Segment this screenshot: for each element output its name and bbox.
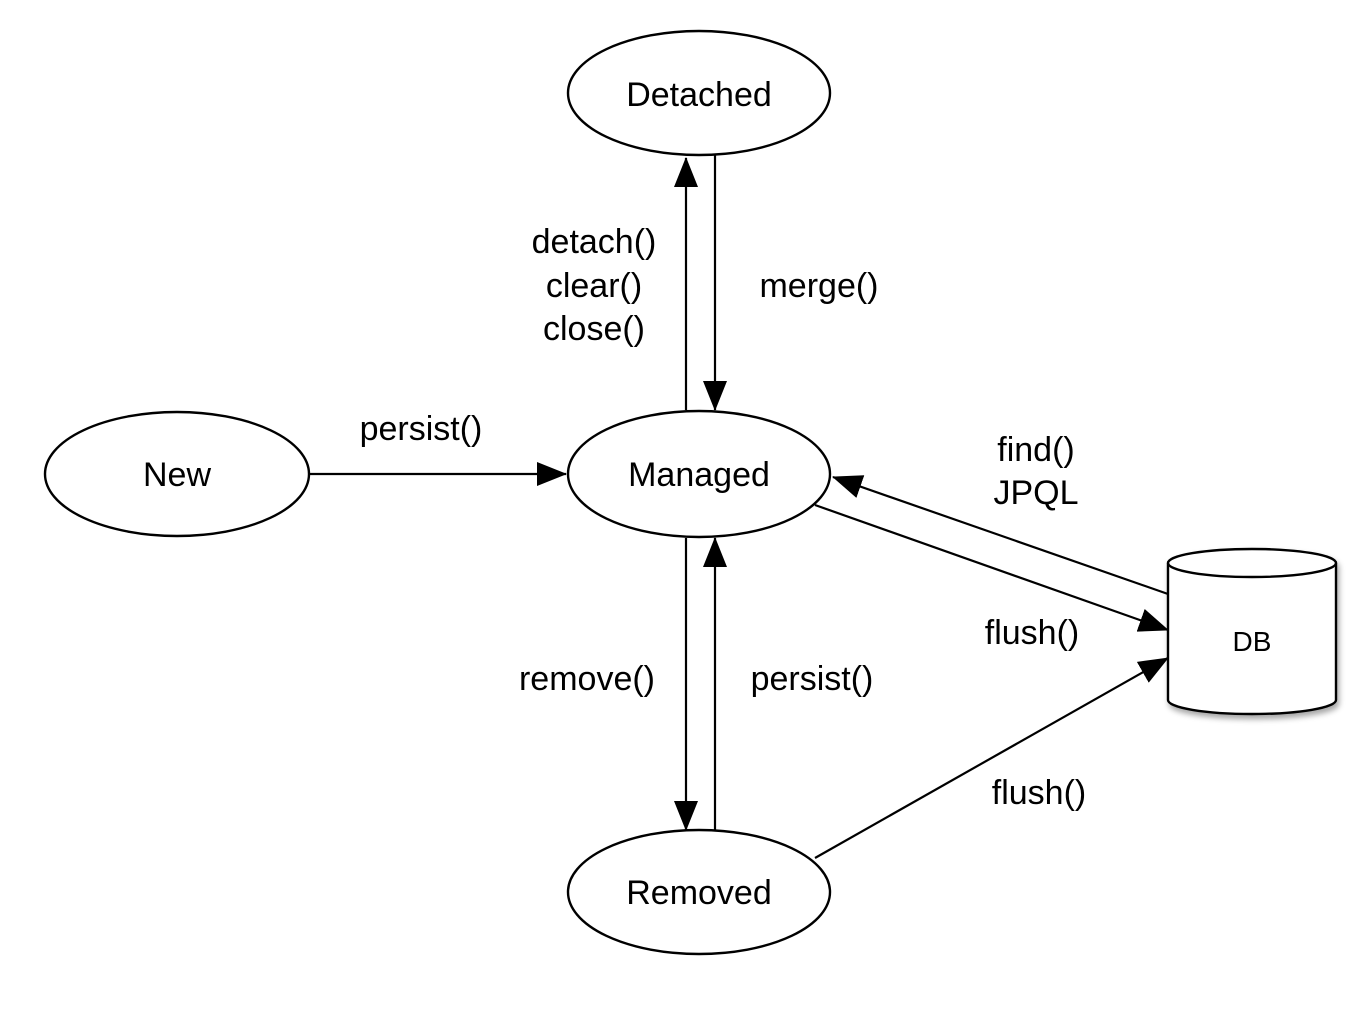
- node-new-label: New: [143, 456, 211, 494]
- node-db-label: DB: [1233, 626, 1272, 657]
- node-detached-label: Detached: [626, 76, 772, 114]
- db-cylinder-body: [1166, 547, 1338, 716]
- label-flush-removed: flush(): [992, 774, 1086, 812]
- node-managed-label: Managed: [628, 456, 770, 494]
- label-detach: detach(): [532, 223, 657, 261]
- node-removed: Removed: [566, 828, 832, 956]
- db-cylinder-top: [1166, 562, 1338, 579]
- label-merge: merge(): [759, 267, 878, 305]
- flush-removed-edge: [814, 657, 1169, 859]
- node-removed-label: Removed: [626, 874, 772, 912]
- label-flush-managed: flush(): [985, 614, 1079, 652]
- node-managed: Managed: [566, 409, 832, 539]
- label-persist-removed: persist(): [751, 660, 874, 698]
- label-jpql: JPQL: [993, 474, 1078, 512]
- find-edge: [832, 475, 1169, 596]
- label-persist-new: persist(): [360, 410, 483, 448]
- label-clear: clear(): [546, 267, 642, 305]
- node-db: DB: [1166, 547, 1338, 716]
- label-close: close(): [543, 310, 645, 348]
- node-new: New: [43, 410, 311, 538]
- label-remove: remove(): [519, 660, 655, 698]
- flush-managed-edge: [814, 503, 1169, 632]
- node-detached: Detached: [566, 29, 832, 157]
- label-find: find(): [997, 431, 1074, 469]
